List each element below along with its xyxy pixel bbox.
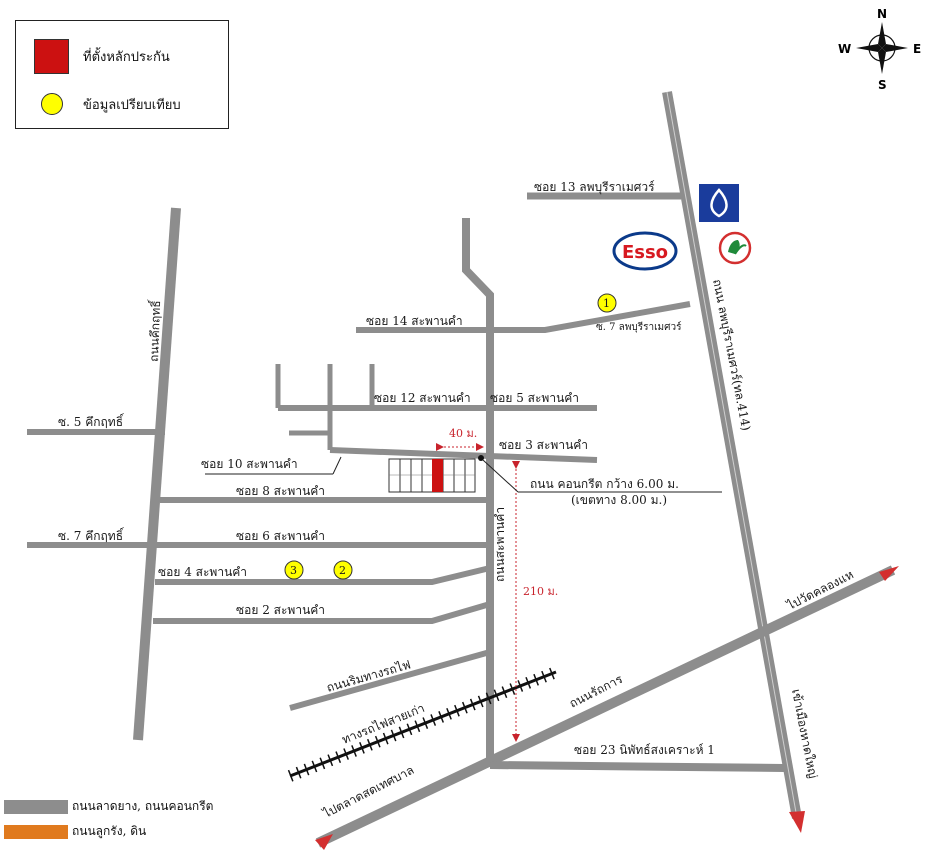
- compass-e: E: [913, 42, 921, 56]
- comparable-marker-1-label: 1: [603, 297, 610, 310]
- road-lopburi-414-center: [666, 91, 798, 819]
- comparable-markers: 1 2 3: [284, 293, 617, 580]
- label-saphan-kham-road: ถนนสะพานคำ: [493, 507, 507, 582]
- railway: [287, 666, 559, 782]
- comparable-marker-1: [597, 293, 617, 313]
- concrete-note-leader: [482, 459, 519, 493]
- esso-logo-text: Esso: [622, 242, 668, 263]
- legend-paved-label: ถนนลาดยาง, ถนนคอนกรีต: [72, 799, 214, 813]
- esso-logo: [612, 231, 678, 271]
- map-legend: ที่ตั้งหลักประกัน ข้อมูลเปรียบเทียบ: [15, 20, 229, 129]
- legend-laterite-label: ถนนลูกรัง, ดิน: [72, 824, 147, 838]
- label-soi4: ซอย 4 สะพานคำ: [158, 565, 247, 579]
- road-saphan-kham: [462, 218, 494, 765]
- direction-arrows: [315, 566, 899, 850]
- label-soi12: ซอย 12 สะพานคำ: [374, 391, 471, 405]
- label-concrete-note-1: ถนน คอนกรีต กว้าง 6.00 ม.: [530, 477, 679, 491]
- collateral-site: [388, 455, 484, 493]
- label-so5-kitrit: ซ. 5 คึกฤทธิ์: [58, 413, 125, 429]
- legend-collateral: ที่ตั้งหลักประกัน: [34, 39, 170, 74]
- comparable-swatch: [41, 93, 63, 115]
- label-soi3: ซอย 3 สะพานคำ: [499, 438, 588, 452]
- label-kitrit-road: ถนนคึกฤทธิ์: [145, 298, 163, 362]
- arrow-to-hat-yai: [789, 811, 805, 833]
- legend-laterite-road: ถนนลูกรัง, ดิน: [4, 822, 146, 841]
- label-concrete-note-2: (เขตทาง 8.00 ม.): [571, 493, 667, 507]
- road-network: [27, 91, 896, 848]
- distance-40-label: 40 ม.: [449, 427, 477, 440]
- compass-s: S: [878, 78, 887, 92]
- road-rim-rail: [289, 649, 491, 711]
- bank-logo-mark: [710, 188, 728, 218]
- collateral-plot: [432, 459, 443, 492]
- legend-comparable-label: ข้อมูลเปรียบเทียบ: [83, 97, 181, 113]
- label-soi5: ซอย 5 สะพานคำ: [490, 391, 579, 405]
- soi10-leader-arrow: [332, 456, 342, 475]
- label-so7-kitrit: ซ. 7 คึกฤทธิ์: [58, 527, 125, 543]
- compass-w: W: [838, 42, 851, 56]
- road-soi3: [329, 447, 598, 463]
- comparable-marker-2: [333, 560, 353, 580]
- road-soi2: [153, 601, 491, 624]
- comparable-marker-2-label: 2: [339, 564, 346, 577]
- paved-road-swatch: [4, 799, 68, 814]
- laterite-road-swatch: [4, 824, 68, 839]
- road-soi14: [356, 301, 691, 333]
- label-soi2: ซอย 2 สะพานคำ: [236, 603, 325, 617]
- label-soi8: ซอย 8 สะพานคำ: [236, 484, 325, 498]
- arrow-to-talat-sot: [315, 834, 333, 850]
- collateral-swatch: [34, 39, 69, 74]
- label-soi10: ซอย 10 สะพานคำ: [201, 457, 298, 471]
- compass-rose: N S W E: [838, 7, 921, 92]
- landmarks: Esso: [612, 184, 752, 271]
- distance-210-label: 210 ม.: [523, 585, 558, 598]
- comparable-marker-3: [284, 560, 304, 580]
- arrow-to-wat-khlong-hae: [879, 566, 899, 581]
- legend-comparable: ข้อมูลเปรียบเทียบ: [41, 93, 181, 115]
- label-to-talat-sot: ไปตลาดสดเทศบาล: [320, 763, 416, 821]
- label-to-hat-yai: เข้าเมืองหาดใหญ่: [789, 688, 820, 780]
- label-so7-lopburi: ซ. 7 ลพบุรีราเมศวร์: [596, 321, 682, 333]
- comparable-marker-3-label: 3: [290, 564, 297, 577]
- label-soi13: ซอย 13 ลพบุรีราเมศวร์: [534, 180, 655, 195]
- legend-collateral-label: ที่ตั้งหลักประกัน: [83, 50, 170, 65]
- distance-markers: 40 ม. 210 ม.: [436, 427, 558, 742]
- junction-dot: [478, 455, 484, 461]
- road-soi23: [489, 761, 785, 772]
- label-soi6: ซอย 6 สะพานคำ: [236, 529, 325, 543]
- road-ratthakan: [315, 565, 896, 848]
- label-soi14: ซอย 14 สะพานคำ: [366, 314, 463, 328]
- compass-n: N: [877, 7, 887, 21]
- legend-paved-road: ถนนลาดยาง, ถนนคอนกรีต: [4, 797, 213, 816]
- label-soi23: ซอย 23 นิพัทธ์สงเคราะห์ 1: [574, 743, 715, 757]
- road-soi4: [155, 565, 491, 585]
- road-kitrit: [133, 207, 181, 741]
